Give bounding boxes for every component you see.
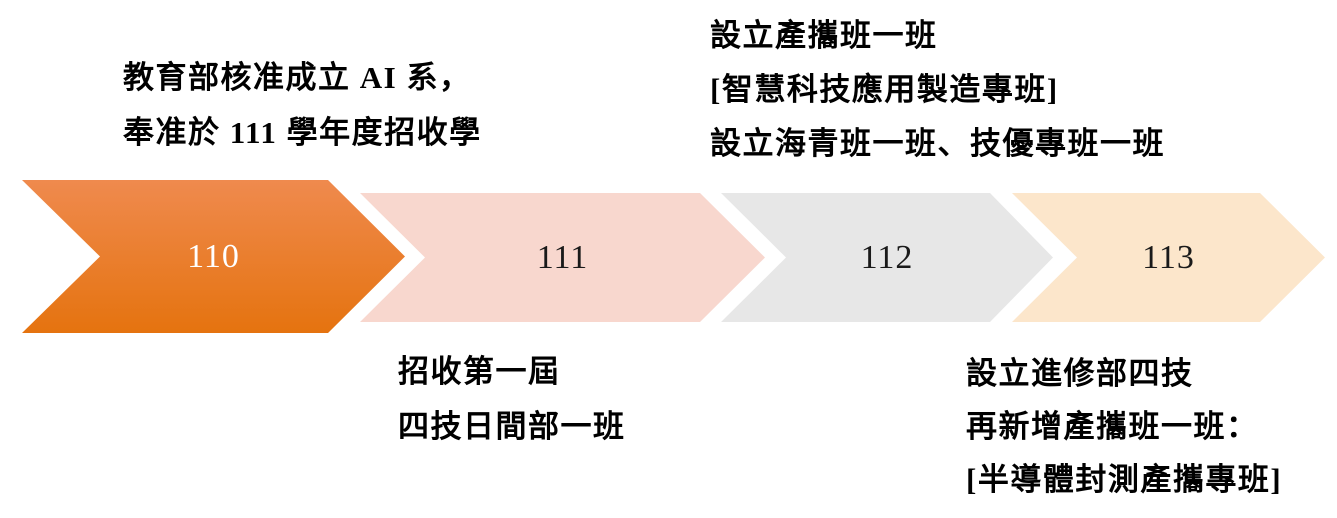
note-line: 設立海青班一班、技優專班一班 xyxy=(710,126,1165,161)
note-line: 設立產攜班一班 xyxy=(710,18,938,53)
note-line: 再新增產攜班一班： xyxy=(966,409,1259,444)
note-line: 四技日間部一班 xyxy=(398,409,626,444)
chevron-112-shape xyxy=(721,193,1053,322)
chevron-110-shape xyxy=(22,180,405,333)
note-line: 設立進修部四技 xyxy=(966,356,1194,391)
note-line: [半導體封測產攜專班] xyxy=(966,462,1283,497)
note-above-110: 教育部核准成立 AI 系， 奉准於 111 學年度招收學 xyxy=(123,50,482,160)
note-line: 招收第一屆 xyxy=(398,354,561,389)
note-below-111: 招收第一屆 四技日間部一班 xyxy=(398,344,626,454)
note-above-112: 設立產攜班一班 [智慧科技應用製造專班] 設立海青班一班、技優專班一班 xyxy=(710,9,1165,171)
note-line: 教育部核准成立 AI 系， xyxy=(123,60,472,95)
note-line: [智慧科技應用製造專班] xyxy=(710,72,1059,107)
note-line: 奉准於 111 學年度招收學 xyxy=(123,115,482,150)
note-below-113: 設立進修部四技 再新增產攜班一班： [半導體封測產攜專班] xyxy=(966,347,1282,506)
chevron-111-shape xyxy=(360,193,765,322)
chevron-113-shape xyxy=(1012,193,1325,322)
